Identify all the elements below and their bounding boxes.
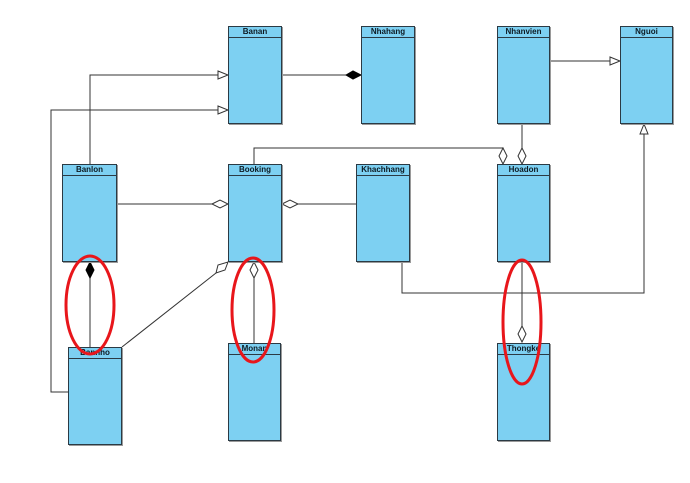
bannho-banan-generalization: [50, 110, 228, 393]
class-banan[interactable]: Banan: [228, 26, 282, 124]
khachhang-nguoi-generalization: [401, 124, 644, 294]
class-name: Nhanvien: [498, 27, 549, 38]
highlight-ellipse: [501, 258, 543, 386]
composition-diamond-icon: [85, 260, 95, 280]
class-name: Thongke: [498, 344, 549, 355]
class-name: Nhahang: [362, 27, 414, 38]
bannho-booking-aggregation: [121, 272, 217, 348]
class-name: Nguoi: [621, 27, 672, 38]
aggregation-diamond-icon: [215, 261, 229, 274]
class-hoadon[interactable]: Hoadon: [497, 164, 550, 262]
highlight-ellipse: [230, 256, 276, 364]
aggregation-diamond-icon: [249, 260, 259, 280]
class-name: Booking: [229, 165, 281, 176]
class-banlon[interactable]: Banlon: [62, 164, 117, 262]
class-name: Banan: [229, 27, 281, 38]
class-nhahang[interactable]: Nhahang: [361, 26, 415, 124]
class-name: Khachhang: [357, 165, 409, 176]
class-booking[interactable]: Booking: [228, 164, 282, 262]
banlon-banan-generalization: [89, 75, 228, 164]
class-khachhang[interactable]: Khachhang: [356, 164, 410, 262]
class-name: Hoadon: [498, 165, 549, 176]
class-nguoi[interactable]: Nguoi: [620, 26, 673, 124]
class-nhanvien[interactable]: Nhanvien: [497, 26, 550, 124]
class-monan[interactable]: Monan: [228, 343, 281, 441]
aggregation-diamond-icon: [280, 199, 300, 209]
highlight-ellipse: [64, 254, 116, 356]
aggregation-diamond-icon: [517, 324, 527, 344]
class-name: Monan: [229, 344, 280, 355]
class-name: Banlon: [63, 165, 116, 176]
